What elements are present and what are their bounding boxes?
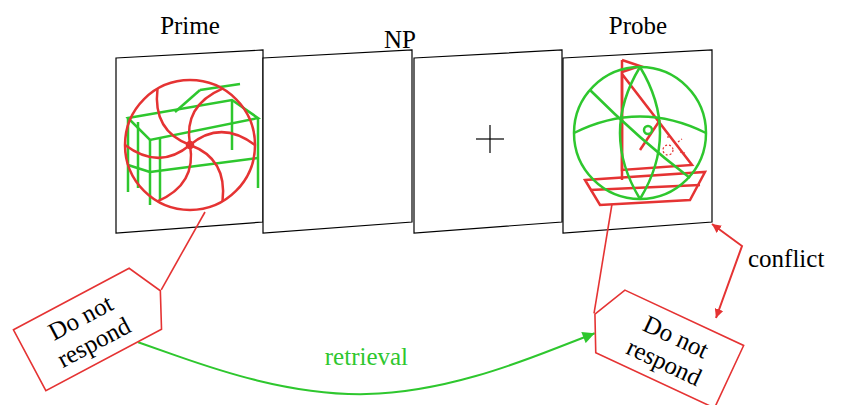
edge-label: retrieval xyxy=(322,343,411,372)
screen-frame xyxy=(563,50,712,233)
retrieval-arrow xyxy=(138,333,595,394)
callout-tag: Do not respond xyxy=(12,258,178,391)
screen-frame xyxy=(414,50,562,233)
panel-label: Probe xyxy=(609,12,667,41)
screen-frame xyxy=(116,50,263,233)
callout-outline xyxy=(13,260,176,390)
sun-drawing xyxy=(663,134,685,155)
callout-tag: Do not respond xyxy=(579,281,745,405)
callout-outline xyxy=(580,282,743,405)
leader-line xyxy=(161,212,205,290)
panel-label: conflict xyxy=(748,245,824,274)
panel-label: Prime xyxy=(160,12,220,41)
fixation-cross xyxy=(476,125,504,153)
leader-line xyxy=(594,204,612,313)
ball-drawing xyxy=(574,67,706,199)
boat-drawing xyxy=(585,60,705,205)
ball-drawing xyxy=(125,80,255,210)
conflict-arrow xyxy=(712,224,742,318)
panel-label: NP xyxy=(384,26,416,55)
screen-frame xyxy=(263,50,412,233)
